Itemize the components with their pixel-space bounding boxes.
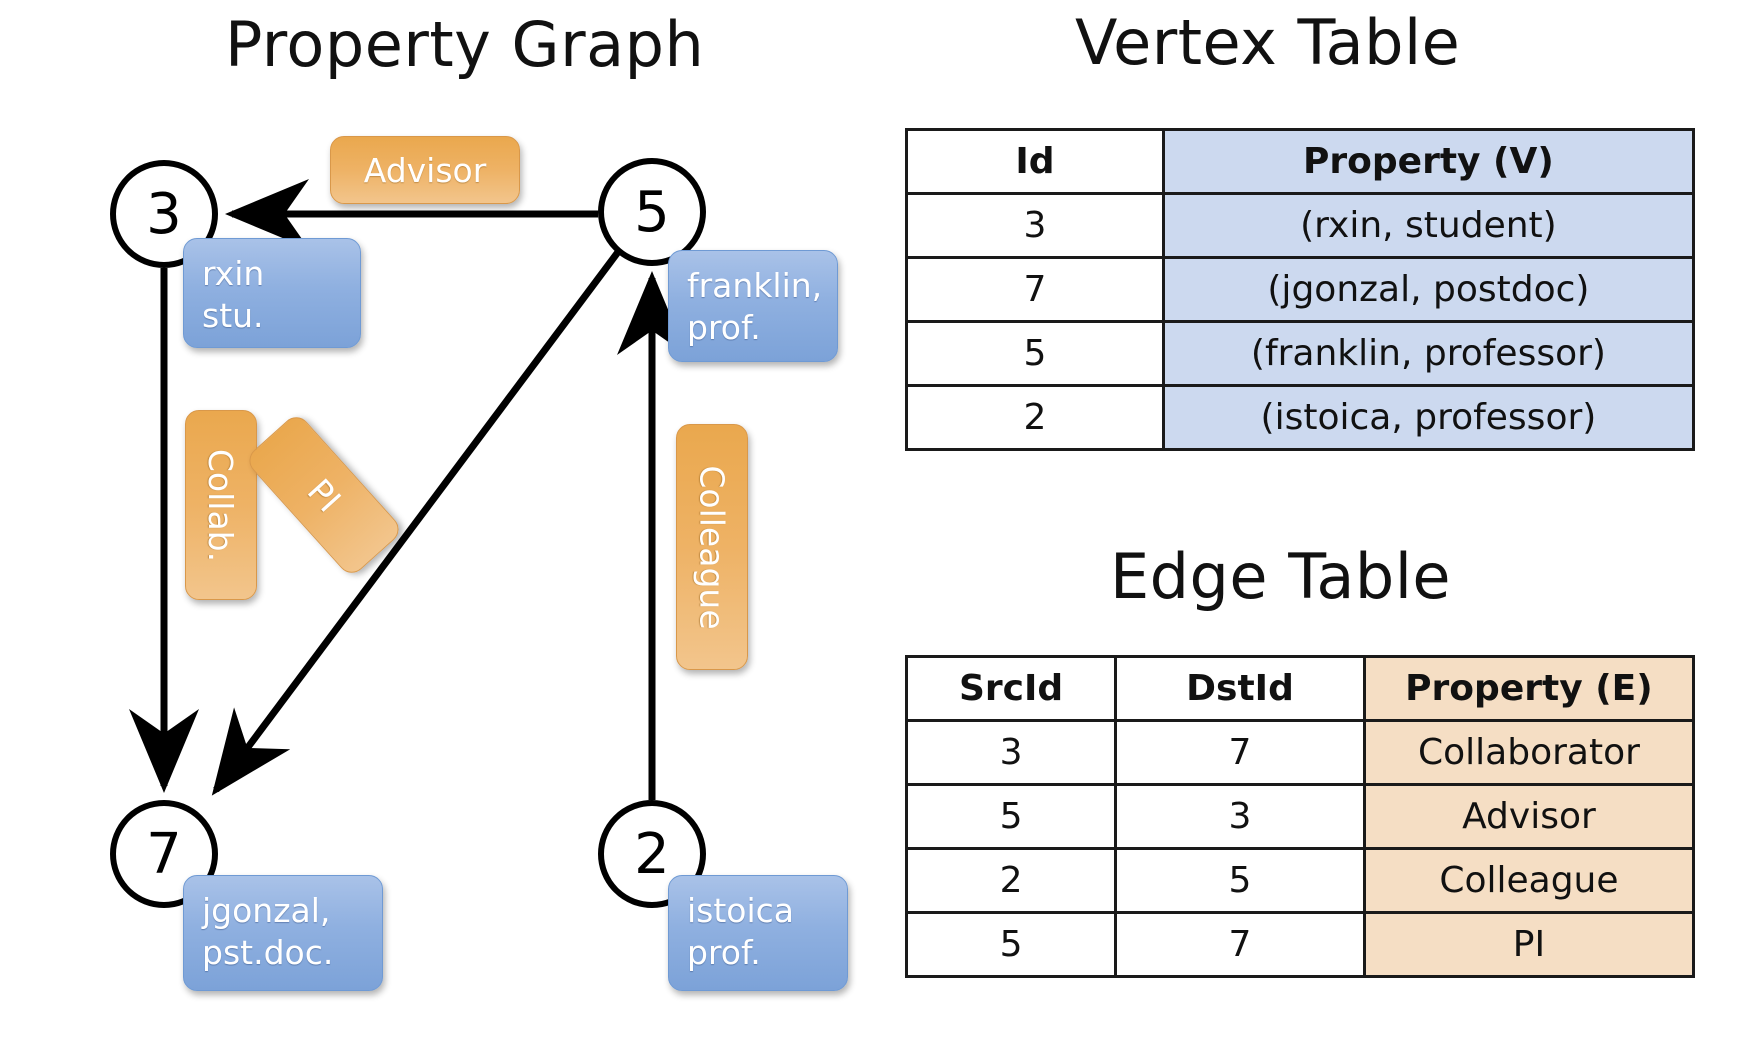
table-row: 7 (jgonzal, postdoc) xyxy=(905,256,1696,323)
edge-cell-dstid: 5 xyxy=(1114,847,1366,914)
node-property-line2: stu. xyxy=(202,296,264,336)
edge-col-property: Property (E) xyxy=(1362,655,1696,722)
vertex-table-title: Vertex Table xyxy=(1075,6,1461,79)
node-property-line2: prof. xyxy=(687,308,761,348)
vertex-table: Id Property (V) 3 (rxin, student) 7 (jgo… xyxy=(905,128,1696,451)
vertex-cell-property: (istoica, professor) xyxy=(1161,384,1696,451)
vertex-cell-property: (jgonzal, postdoc) xyxy=(1161,256,1696,323)
edge-label-text: Advisor xyxy=(363,150,487,190)
edge-col-dstid: DstId xyxy=(1114,655,1366,722)
edge-label-text: Collab. xyxy=(201,448,241,562)
vertex-cell-id: 2 xyxy=(905,384,1165,451)
node-property-line1: franklin, xyxy=(687,266,823,305)
edge-col-srcid: SrcId xyxy=(904,655,1118,722)
table-row: 2 (istoica, professor) xyxy=(905,384,1696,451)
node-property-line2: prof. xyxy=(687,933,761,973)
edge-5-to-7 xyxy=(211,249,621,796)
table-row: 3 (rxin, student) xyxy=(905,192,1696,259)
vertex-col-id: Id xyxy=(905,128,1165,195)
edge-cell-property: Advisor xyxy=(1362,783,1696,850)
edge-label-text: PI xyxy=(299,470,349,520)
node-id-label: 5 xyxy=(634,179,670,245)
edge-cell-dstid: 7 xyxy=(1114,719,1366,786)
node-property-line1: rxin xyxy=(202,254,265,293)
edge-cell-dstid: 7 xyxy=(1114,911,1366,978)
vertex-cell-id: 3 xyxy=(905,192,1165,259)
vertex-cell-id: 5 xyxy=(905,320,1165,387)
vertex-cell-property: (rxin, student) xyxy=(1161,192,1696,259)
edge-cell-property: Collaborator xyxy=(1362,719,1696,786)
graph-node-2[interactable]: 2 xyxy=(598,800,706,908)
edge-cell-srcid: 5 xyxy=(904,783,1118,850)
graph-node-5[interactable]: 5 xyxy=(598,158,706,266)
edge-cell-srcid: 3 xyxy=(904,719,1118,786)
vertex-col-property: Property (V) xyxy=(1161,128,1696,195)
table-header-row: Id Property (V) xyxy=(905,128,1696,195)
edge-cell-property: PI xyxy=(1362,911,1696,978)
table-row: 5 7 PI xyxy=(904,911,1696,978)
edge-label-text: Colleague xyxy=(692,464,732,630)
edge-table: SrcId DstId Property (E) 3 7 Collaborato… xyxy=(904,655,1696,978)
node-id-label: 7 xyxy=(146,821,182,887)
node-property-line2: pst.doc. xyxy=(202,933,334,973)
edge-label-collab: Collab. xyxy=(185,410,257,600)
node-7-property-box: jgonzal, pst.doc. xyxy=(183,875,383,991)
node-id-label: 3 xyxy=(146,181,182,247)
table-row: 3 7 Collaborator xyxy=(904,719,1696,786)
property-graph-title: Property Graph xyxy=(225,8,705,81)
node-property-line1: istoica xyxy=(687,891,795,930)
edge-cell-dstid: 3 xyxy=(1114,783,1366,850)
vertex-cell-id: 7 xyxy=(905,256,1165,323)
graph-edges xyxy=(129,179,687,800)
edge-cell-srcid: 5 xyxy=(904,911,1118,978)
node-property-line1: jgonzal, xyxy=(202,891,331,930)
vertex-cell-property: (franklin, professor) xyxy=(1161,320,1696,387)
node-2-property-box: istoica prof. xyxy=(668,875,848,991)
node-id-label: 2 xyxy=(634,821,670,887)
edge-cell-srcid: 2 xyxy=(904,847,1118,914)
edge-table-title: Edge Table xyxy=(1110,540,1452,613)
table-row: 5 3 Advisor xyxy=(904,783,1696,850)
node-5-property-box: franklin, prof. xyxy=(668,250,838,362)
node-3-property-box: rxin stu. xyxy=(183,238,361,348)
table-header-row: SrcId DstId Property (E) xyxy=(904,655,1696,722)
edge-label-advisor: Advisor xyxy=(330,136,520,204)
table-row: 5 (franklin, professor) xyxy=(905,320,1696,387)
edge-cell-property: Colleague xyxy=(1362,847,1696,914)
edge-label-colleague: Colleague xyxy=(676,424,748,670)
table-row: 2 5 Colleague xyxy=(904,847,1696,914)
